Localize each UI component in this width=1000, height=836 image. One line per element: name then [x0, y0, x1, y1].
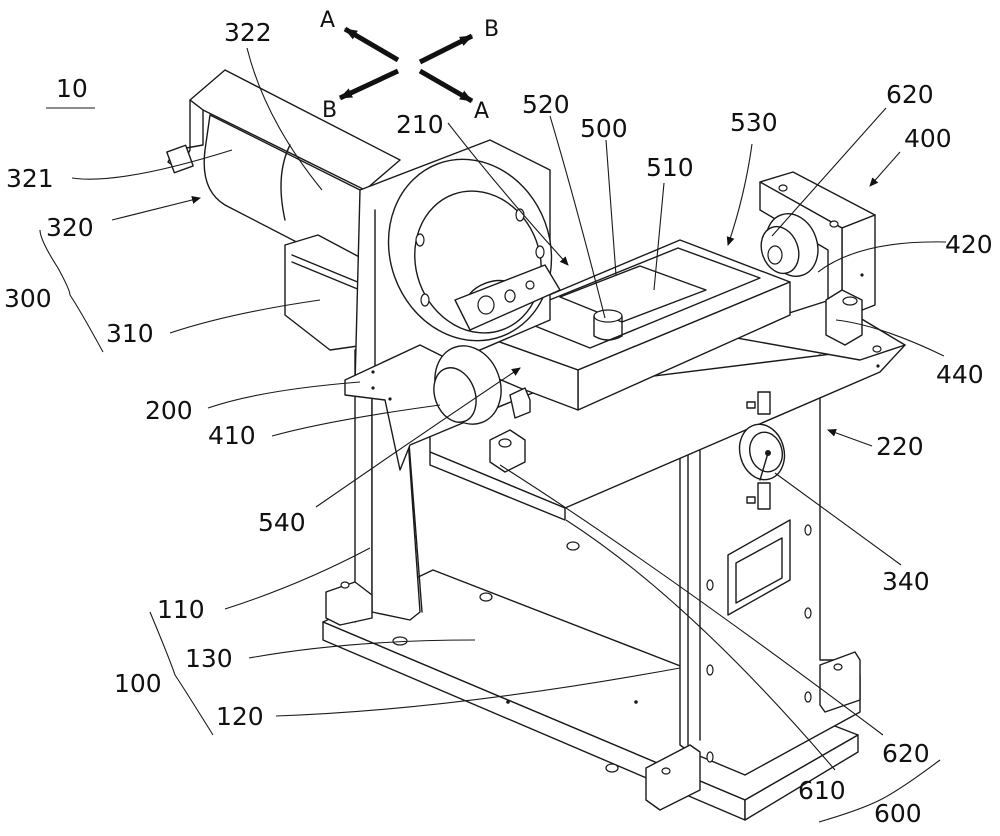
leader-120 [275, 667, 681, 717]
direction-label-b: B [322, 98, 337, 123]
reference-labels: 322 321 320 300 310 210 520 500 510 530 … [4, 18, 993, 828]
brace-300 [39, 229, 104, 353]
leader-310 [169, 299, 321, 334]
left-support [325, 339, 423, 626]
leader-410 [271, 404, 441, 437]
leader-440 [835, 319, 945, 357]
leader-322 [246, 47, 323, 191]
ref-label-310: 310 [106, 319, 154, 348]
direction-label-a: A [474, 99, 489, 124]
ref-label-300: 300 [4, 284, 52, 313]
leader-420 [817, 241, 947, 273]
ref-label-320: 320 [46, 213, 94, 242]
brace-600 [818, 759, 941, 823]
ref-label-321: 321 [6, 164, 54, 193]
ref-label-220: 220 [876, 432, 924, 461]
leader-610 [565, 519, 836, 771]
leader-321 [71, 149, 233, 180]
ref-label-510: 510 [646, 153, 694, 182]
leader-520 [549, 115, 606, 319]
ref-label-400: 400 [904, 124, 952, 153]
ref-label-620: 620 [886, 80, 934, 109]
clamp-block-left [344, 344, 531, 473]
leader-200 [207, 381, 361, 409]
ref-label-610: 610 [798, 776, 846, 805]
ref-label-420: 420 [945, 230, 993, 259]
leader-400 [869, 151, 901, 187]
right-support-plate [645, 354, 861, 811]
ref-label-540: 540 [258, 508, 306, 537]
clamp-block-right [759, 171, 876, 346]
leader-210 [447, 122, 569, 266]
leader-500 [605, 139, 617, 276]
leader-620-top [771, 107, 887, 237]
leader-540 [315, 367, 521, 508]
ref-label-500: 500 [580, 114, 628, 143]
ref-label-440: 440 [936, 360, 984, 389]
swing-frame [429, 299, 906, 521]
direction-arrow-b-up [418, 33, 474, 65]
leader-130 [248, 639, 476, 659]
leader-320 [111, 196, 201, 221]
leader-620-bottom [499, 464, 884, 736]
ref-label-322: 322 [224, 18, 272, 47]
direction-label-a: A [320, 8, 335, 33]
ref-label-410: 410 [208, 421, 256, 450]
direction-arrow-b-down [338, 68, 400, 101]
ref-label-530: 530 [730, 108, 778, 137]
leader-110 [224, 547, 371, 610]
direction-label-b: B [484, 17, 499, 42]
angle-sensor [738, 391, 786, 510]
leader-220 [827, 428, 873, 447]
ref-label-520: 520 [522, 90, 570, 119]
ref-label-620: 620 [882, 739, 930, 768]
ref-label-100: 100 [114, 669, 162, 698]
ref-label-120: 120 [216, 702, 264, 731]
motor-assembly [166, 69, 561, 396]
ref-label-210: 210 [396, 110, 444, 139]
ref-label-110: 110 [157, 595, 205, 624]
leader-lines [39, 47, 947, 823]
ref-label-200: 200 [145, 396, 193, 425]
leader-530 [726, 143, 753, 246]
direction-indicator: A B B A [320, 8, 499, 124]
brace-100 [149, 611, 214, 736]
direction-arrow-a-down [418, 68, 474, 104]
leader-510 [653, 182, 665, 291]
ref-label-340: 340 [882, 567, 930, 596]
leader-340 [774, 472, 902, 566]
ref-label-130: 130 [185, 644, 233, 673]
direction-arrow-a-up [343, 26, 400, 63]
ref-label-600: 600 [874, 799, 922, 828]
workpiece-tray [465, 239, 791, 411]
figure-number: 10 [56, 74, 88, 103]
figure-reference: 10 [46, 74, 95, 109]
